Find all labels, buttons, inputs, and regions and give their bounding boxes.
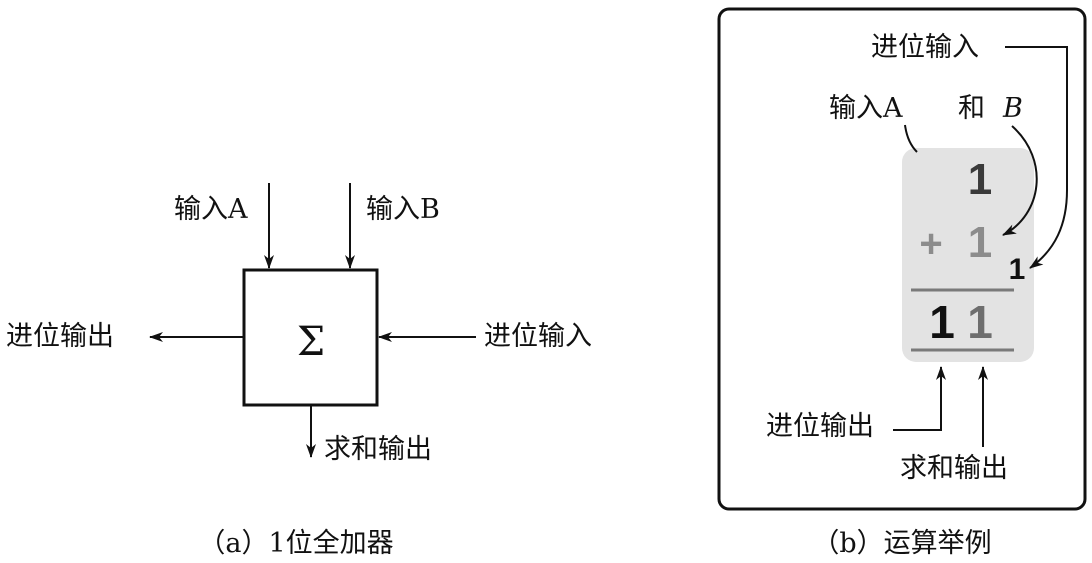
input-a-label-b: 输入A: [829, 93, 903, 124]
panel-a: Σ 输入A 输入B 进位输出 进位输入 求和输出 （a）1位全加器: [6, 183, 592, 559]
caption-b: （b）运算举例: [812, 528, 991, 559]
sum-out-label-b: 求和输出: [900, 453, 1008, 484]
input-b-connector: [1002, 125, 1038, 236]
caption-a: （a）1位全加器: [198, 528, 393, 559]
carry-digit: 1: [1009, 253, 1026, 286]
input-b-label: 输入B: [366, 194, 440, 225]
example-card: [902, 148, 1034, 362]
and-label: 和: [958, 93, 985, 124]
panel-b: 进位输入 输入A 和 B 1 + 1 1 1 1 进位输出 求和输出 （b）运算…: [717, 7, 1087, 559]
input-a-connector: [904, 124, 918, 153]
carry-out-connector: [893, 366, 946, 431]
carry-in-connector: [1005, 46, 1068, 269]
plus-sign: +: [919, 222, 942, 266]
carry-in-label: 进位输入: [484, 321, 592, 352]
adder-box: [242, 268, 379, 407]
result-sum-digit: 1: [967, 296, 993, 348]
top-digit: 1: [968, 155, 992, 204]
input-a-label: 输入A: [174, 194, 248, 225]
carry-out-label-b: 进位输出: [766, 411, 874, 442]
carry-out-label: 进位输出: [6, 321, 114, 352]
sigma-symbol: Σ: [297, 319, 325, 365]
sum-out-label: 求和输出: [324, 434, 432, 465]
b-letter: B: [1002, 93, 1023, 124]
middle-digit: 1: [968, 218, 992, 267]
result-carry-digit: 1: [929, 296, 955, 348]
carry-in-label-b: 进位输入: [871, 32, 979, 63]
